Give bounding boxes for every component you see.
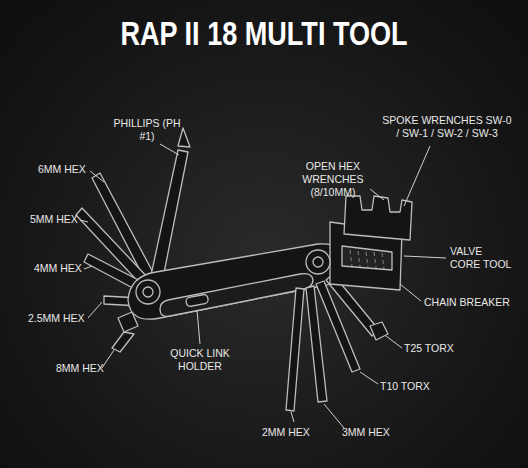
hex-8mm-shaft [112, 332, 134, 352]
part-label: 5MM HEX [30, 213, 90, 226]
part-label: T10 TORX [380, 380, 460, 393]
part-label: OPEN HEX WRENCHES (8/10MM) [292, 160, 374, 199]
phillips-tip [178, 128, 190, 147]
part-label: 6MM HEX [38, 163, 98, 176]
part-label: 4MM HEX [34, 262, 94, 275]
part-label: PHILLIPS (PH #1) [112, 117, 182, 143]
part-label: 8MM HEX [56, 362, 116, 375]
part-label: QUICK LINK HOLDER [160, 347, 240, 373]
torx-t25-head [370, 322, 388, 340]
part-label: CHAIN BREAKER [424, 296, 524, 309]
thread-pattern [350, 250, 384, 269]
right-pivot-bolt [313, 257, 323, 267]
spoke-wrench-head [344, 196, 412, 240]
hex-key-2mm [286, 288, 304, 411]
chain-breaker-screw [342, 246, 392, 270]
part-label: T25 TORX [404, 342, 484, 355]
right-pivot [306, 250, 330, 274]
part-label: SPOKE WRENCHES SW-0 / SW-1 / SW-2 / SW-3 [382, 114, 512, 140]
quick-link-slot [185, 294, 208, 307]
title: RAP II 18 MULTI TOOL [48, 14, 481, 54]
part-label: VALVE CORE TOOL [450, 245, 512, 271]
part-label: 3MM HEX [342, 426, 402, 439]
quick-link-holder [160, 274, 313, 317]
part-label: 2.5MM HEX [28, 312, 98, 325]
left-pivot [136, 280, 160, 304]
left-pivot-bolt [143, 287, 153, 297]
part-label: 2MM HEX [262, 426, 322, 439]
phillips-driver [150, 150, 188, 283]
